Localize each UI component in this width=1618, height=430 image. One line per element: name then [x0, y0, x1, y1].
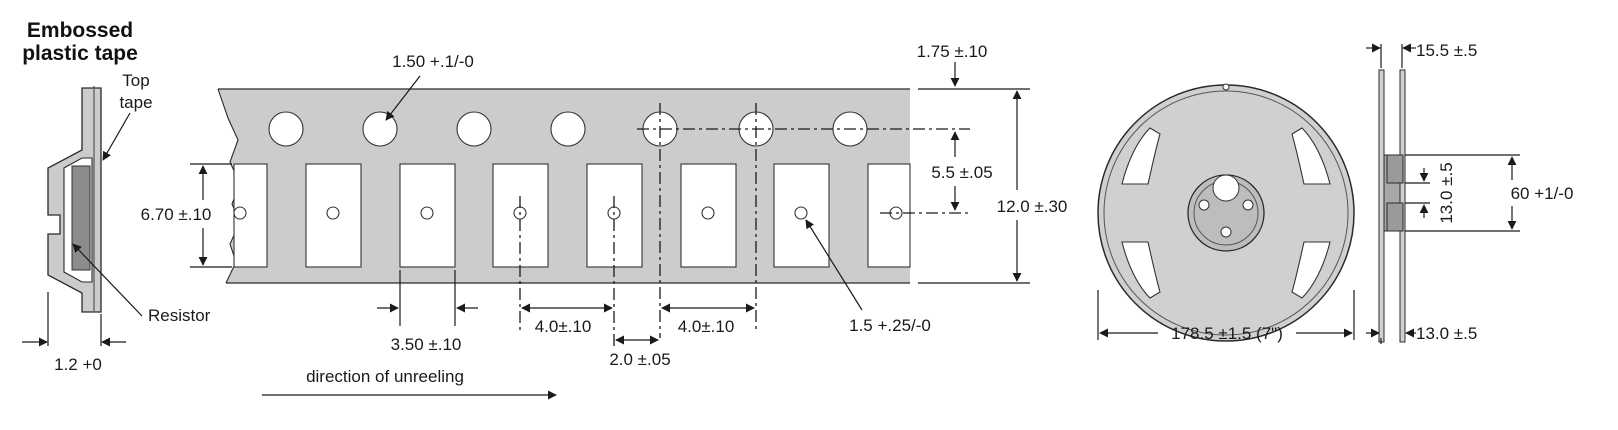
pocket-pitch-label: 4.0±.10	[535, 317, 592, 336]
tape-cross-section	[47, 86, 102, 313]
hole-to-pocket-label: 5.5 ±.05	[931, 163, 992, 182]
pocket-hole	[701, 206, 715, 220]
resistor-body	[71, 165, 91, 271]
sprocket-holes	[268, 111, 868, 147]
resistor-leader	[72, 243, 143, 317]
pocket-hole-leader	[805, 219, 863, 311]
reel-top-hole	[1222, 83, 1230, 91]
component-pockets	[233, 163, 911, 268]
resistor-label: Resistor	[148, 306, 211, 325]
sprocket-hole	[268, 111, 304, 147]
hole-diameter-leader	[385, 75, 421, 121]
reel-window	[1291, 127, 1331, 185]
center-lines	[519, 103, 970, 346]
thickness-label: 1.2 +0	[54, 355, 102, 374]
sprocket-hole	[456, 111, 492, 147]
pocket-length-label: 6.70 ±.10	[141, 205, 212, 224]
reel-drive-hole	[1220, 226, 1232, 238]
reel-window	[1121, 127, 1161, 185]
reel-hub-label: 60 +1/-0	[1511, 184, 1574, 203]
reel-width-label: 15.5 ±.5	[1416, 41, 1477, 60]
reel-side-flange-left	[1378, 69, 1385, 343]
top-tape-leader	[102, 112, 131, 161]
reel-side-hub-block-top	[1386, 154, 1404, 184]
reel-window	[1121, 241, 1161, 299]
reel-drive-hole	[1198, 199, 1210, 211]
top-tape-label-line2: tape	[119, 93, 152, 112]
reel-arbor-hole	[1212, 174, 1240, 202]
reel-side-hub-block-bottom	[1386, 202, 1404, 232]
edge-to-hole-label: 1.75 ±.10	[917, 42, 988, 61]
unreeling-direction-label: direction of unreeling	[306, 367, 464, 386]
reel-arbor-label: 13.0 ±.5	[1437, 162, 1456, 223]
pocket-hole	[233, 206, 247, 220]
diagram-title-line1: Embossed	[27, 19, 133, 42]
reel-flange-inner-rim	[1103, 90, 1349, 336]
reel-flange-label: 13.0 ±.5	[1416, 324, 1477, 343]
sprocket-hole	[362, 111, 398, 147]
sprocket-pitch-label: 4.0±.10	[678, 317, 735, 336]
hole-offset-label: 2.0 ±.05	[609, 350, 670, 369]
reel-diameter-label: 178.5 ±1.5 (7")	[1171, 324, 1283, 343]
reel-window	[1291, 241, 1331, 299]
tape-width-label: 12.0 ±.30	[997, 197, 1068, 216]
pocket-hole-label: 1.5 +.25/-0	[849, 316, 931, 335]
pocket	[867, 163, 911, 268]
top-tape-label-line1: Top	[122, 71, 149, 90]
reel-side-view	[1378, 69, 1406, 343]
pocket-width-label: 3.50 ±.10	[391, 335, 462, 354]
reel-drive-hole	[1242, 199, 1254, 211]
hole-diameter-label: 1.50 +.1/-0	[392, 52, 474, 71]
pocket-hole	[326, 206, 340, 220]
reel-front-view	[1097, 83, 1355, 342]
pocket-hole	[420, 206, 434, 220]
diagram-title-line2: plastic tape	[22, 42, 138, 65]
pocket-hole	[794, 206, 808, 220]
sprocket-hole	[550, 111, 586, 147]
